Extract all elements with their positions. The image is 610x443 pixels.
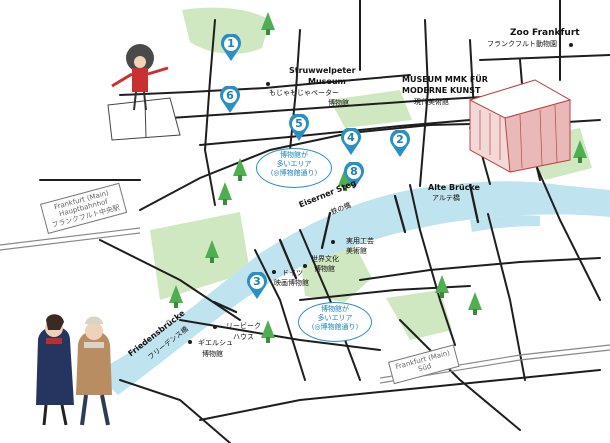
film-museum-label-2: 映画博物館 xyxy=(274,279,309,287)
pin-5-marker[interactable]: 5 xyxy=(288,114,310,142)
river-island xyxy=(470,215,540,232)
struwwelpeter-label-jp-2: 博物館 xyxy=(328,99,349,107)
mmk-label-en-1: MUSEUM MMK FÜR xyxy=(402,75,488,84)
pin-number: 4 xyxy=(347,131,355,144)
map-pin-icon xyxy=(344,162,364,189)
struwwelpeter-label-jp-1: もじゃもじゃペーター xyxy=(269,89,339,97)
callout-line-2: 多いエリア xyxy=(317,313,353,322)
alte-bruecke-label-en: Alte Brücke xyxy=(428,183,480,192)
applied-arts-museum-label-2: 美術館 xyxy=(346,247,367,255)
callout-line-1: 博物館が xyxy=(280,151,308,159)
struwwelpeter-label-en-2: Museum xyxy=(308,77,346,86)
map-pin-icon xyxy=(341,128,361,155)
liebieghaus-label-1: リービーク xyxy=(226,322,261,330)
applied-arts-museum-label-1: 実用工芸 xyxy=(346,237,374,245)
pin-2-marker[interactable]: 2 xyxy=(389,130,411,158)
map-pin-icon xyxy=(220,86,240,113)
alte-bruecke-label-jp: アルテ橋 xyxy=(432,194,460,202)
map-pin-icon xyxy=(289,114,309,141)
map-pin-icon xyxy=(247,272,267,299)
liebieghaus-label-2: ハウス xyxy=(233,333,254,341)
poi-dots xyxy=(188,43,573,344)
bridges xyxy=(212,183,480,314)
people-illustration xyxy=(36,314,112,426)
map-pin-icon xyxy=(390,130,410,157)
pin-number: 8 xyxy=(350,165,358,178)
map-pin-icon xyxy=(221,34,241,61)
trees xyxy=(169,12,587,343)
pin-number: 3 xyxy=(253,275,261,288)
pin-8-marker[interactable]: 8 xyxy=(343,162,365,190)
museum-area-callout-south: 博物館が 多いエリア (◎博物館通り) xyxy=(298,302,372,342)
ikonen-museum-label-1: ギエルシュ xyxy=(198,339,233,347)
mmk-label-jp: 現代美術館 xyxy=(414,98,449,106)
callout-line-3: (◎博物館通り) xyxy=(311,322,359,331)
museum-area-callout-north: 博物館が 多いエリア (◎博物館通り) xyxy=(256,148,332,188)
callout-line-2: 多いエリア xyxy=(276,159,312,168)
zoo-label-en: Zoo Frankfurt xyxy=(510,28,580,38)
film-museum-label-1: ドイツ xyxy=(282,269,303,277)
world-culture-museum-label-2: 博物館 xyxy=(314,265,335,273)
pin-3-marker[interactable]: 3 xyxy=(246,272,268,300)
world-culture-museum-label-1: 世界文化 xyxy=(311,255,339,263)
mmk-building-illustration xyxy=(468,79,572,173)
pin-number: 1 xyxy=(227,37,235,50)
pin-number: 5 xyxy=(295,117,303,130)
pin-6-marker[interactable]: 6 xyxy=(219,86,241,114)
pin-4-marker[interactable]: 4 xyxy=(340,128,362,156)
river-main xyxy=(95,181,610,395)
pin-number: 2 xyxy=(396,133,404,146)
pin-1-marker[interactable]: 1 xyxy=(220,34,242,62)
ikonen-museum-label-2: 博物館 xyxy=(202,350,223,358)
callout-line-1: 博物館が xyxy=(321,305,349,313)
zoo-label-jp: フランクフルト動物園 xyxy=(487,40,557,48)
pin-number: 6 xyxy=(226,89,234,102)
struwwelpeter-label-en-1: Struwwelpeter xyxy=(289,66,356,75)
struwwelpeter-illustration xyxy=(107,44,181,141)
callout-line-3: (◎博物館通り) xyxy=(270,168,318,177)
mmk-label-en-2: MODERNE KUNST xyxy=(402,86,481,95)
